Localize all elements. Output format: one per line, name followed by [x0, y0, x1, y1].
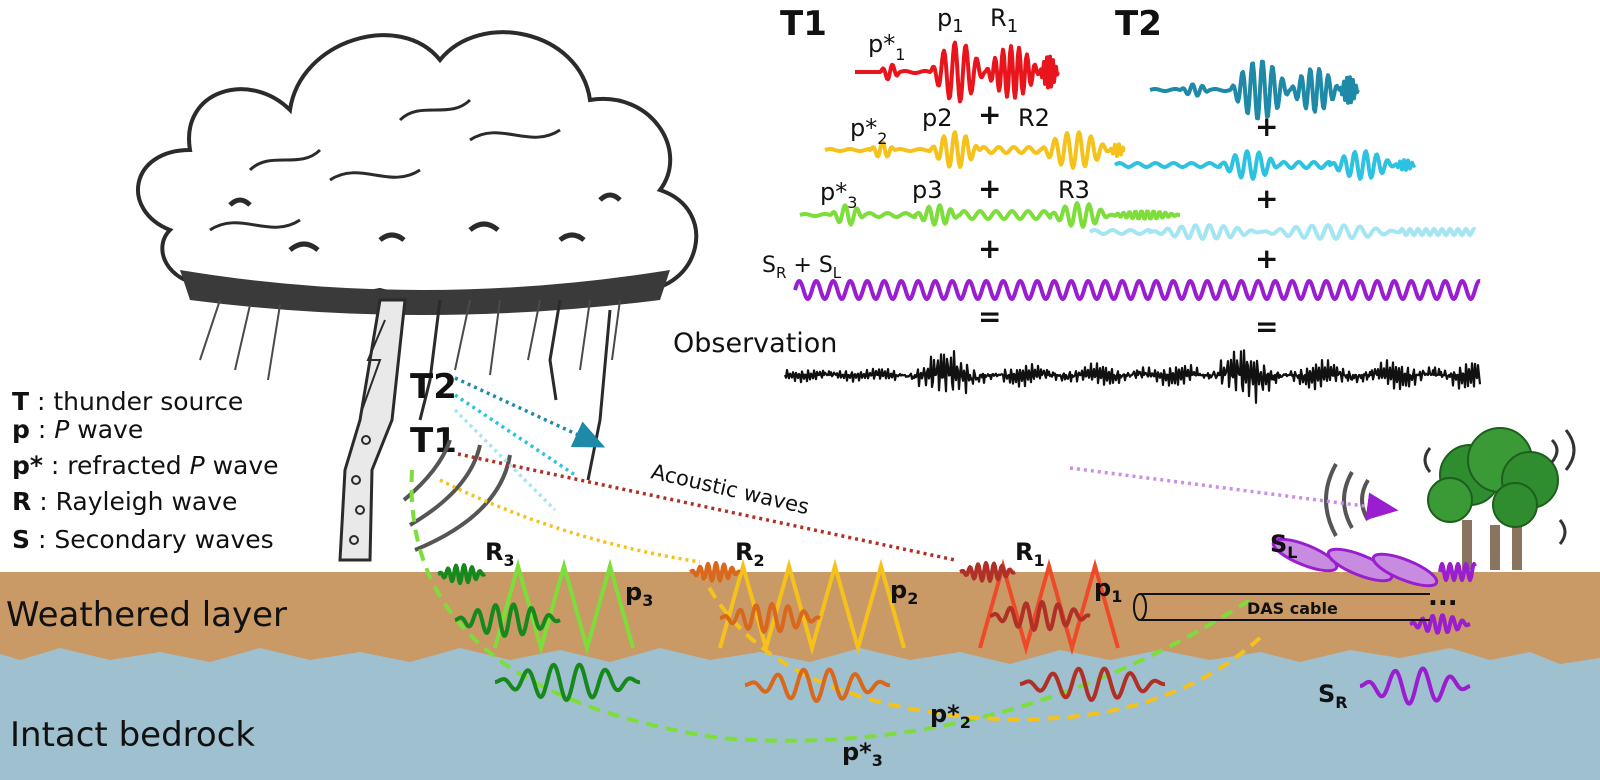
operators: + + + = + + + = [978, 98, 1278, 343]
trace-secondary [793, 279, 1481, 301]
ground-p3-zigzag [493, 558, 635, 656]
observation-label: Observation [673, 328, 837, 359]
label-pstar1: p*1 [868, 30, 905, 64]
legend-item: p* : refracted P wave [12, 451, 279, 480]
ground-R3-deep [494, 662, 641, 702]
source-t2-label: T2 [410, 367, 457, 407]
ground-pstar3: p*3 [842, 738, 883, 770]
ground-SL-wave [1271, 537, 1339, 573]
ground-R3-surface [437, 563, 487, 585]
ground-pstar2: p*2 [930, 700, 971, 732]
plus-t1-3: + [978, 232, 1001, 265]
waveform-traces [783, 40, 1482, 404]
header-t1: T1 [780, 4, 827, 44]
trace-t1-p2 [824, 130, 1126, 170]
plus-t1-1: + [978, 98, 1001, 131]
wavefront-arcs [402, 439, 1370, 552]
refracted-paths [409, 469, 1264, 743]
trace-t1-p1 [854, 40, 1060, 104]
equals-t1: = [978, 300, 1001, 333]
legend-item: p : P wave [12, 415, 143, 444]
ground-SR [1359, 666, 1471, 706]
ground-SL-wave [1371, 552, 1439, 588]
ground-R1-mid [989, 600, 1091, 632]
label-R1: R1 [990, 4, 1018, 37]
storm-cloud-illustration [135, 30, 699, 562]
header-t2: T2 [1115, 4, 1162, 44]
label-p1: p1 [937, 4, 964, 37]
das-cable: DAS cable ... [1133, 582, 1458, 621]
ground-waves [437, 537, 1477, 706]
plus-t2-1: + [1255, 110, 1278, 143]
ground-R2-surface [689, 561, 741, 583]
das-cable-label: DAS cable [1247, 599, 1338, 618]
ground-R3-mid [454, 602, 561, 638]
label-p2: p2 [922, 104, 953, 132]
ground-p3: p3 [625, 578, 653, 610]
label-R3: R3 [1058, 176, 1090, 204]
plus-t1-2: + [978, 172, 1001, 205]
trace-t2-p1 [1149, 59, 1360, 121]
bedrock-layer [0, 640, 1600, 780]
das-dots: ... [1428, 582, 1458, 612]
ground-p2: p2 [890, 576, 918, 608]
trees-illustration [1423, 427, 1576, 570]
ground-R2: R2 [735, 538, 765, 570]
trace-t1-p3 [799, 201, 1181, 229]
bedrock-layer-label: Intact bedrock [10, 715, 255, 755]
acoustic-waves-label: Acoustic waves [649, 459, 812, 519]
ground-R2-mid [719, 602, 821, 634]
ground-SL-lower [1409, 613, 1471, 635]
acoustic-paths [439, 376, 1399, 564]
weathered-layer-label: Weathered layer [6, 595, 287, 635]
label-pstar3: p*3 [820, 178, 857, 212]
ground-R1: R1 [1015, 538, 1045, 570]
legend-item: T : thunder source [12, 387, 243, 416]
ground-p2-zigzag [718, 558, 906, 656]
label-srsl: SR + SL [762, 253, 842, 282]
plus-t2-3: + [1255, 242, 1278, 275]
ground-SL-wave [1326, 547, 1394, 583]
label-p3: p3 [912, 176, 943, 204]
ground-labels: R3 R2 R1 p3 p2 p1 p*2 p*3 SL SR [485, 530, 1348, 770]
trace-t2-p2 [1113, 149, 1417, 181]
ground-SL-right [1438, 562, 1477, 582]
ground-p1: p1 [1094, 574, 1122, 606]
ground-SR: SR [1318, 680, 1348, 712]
trace-observation [783, 349, 1482, 404]
ground-R1-deep [1019, 666, 1166, 702]
ground-R1-surface [959, 561, 1016, 583]
equals-t2: = [1255, 310, 1278, 343]
ground-SL: SL [1270, 530, 1298, 562]
legend-item: S : Secondary waves [12, 525, 274, 554]
trace-t2-p3 [1088, 223, 1477, 241]
plus-t2-2: + [1255, 182, 1278, 215]
ground-R3: R3 [485, 538, 515, 570]
label-pstar2: p*2 [850, 114, 887, 148]
legend-item: R : Rayleigh wave [12, 487, 237, 516]
ground-R2-deep [744, 667, 891, 703]
label-R2: R2 [1018, 104, 1050, 132]
